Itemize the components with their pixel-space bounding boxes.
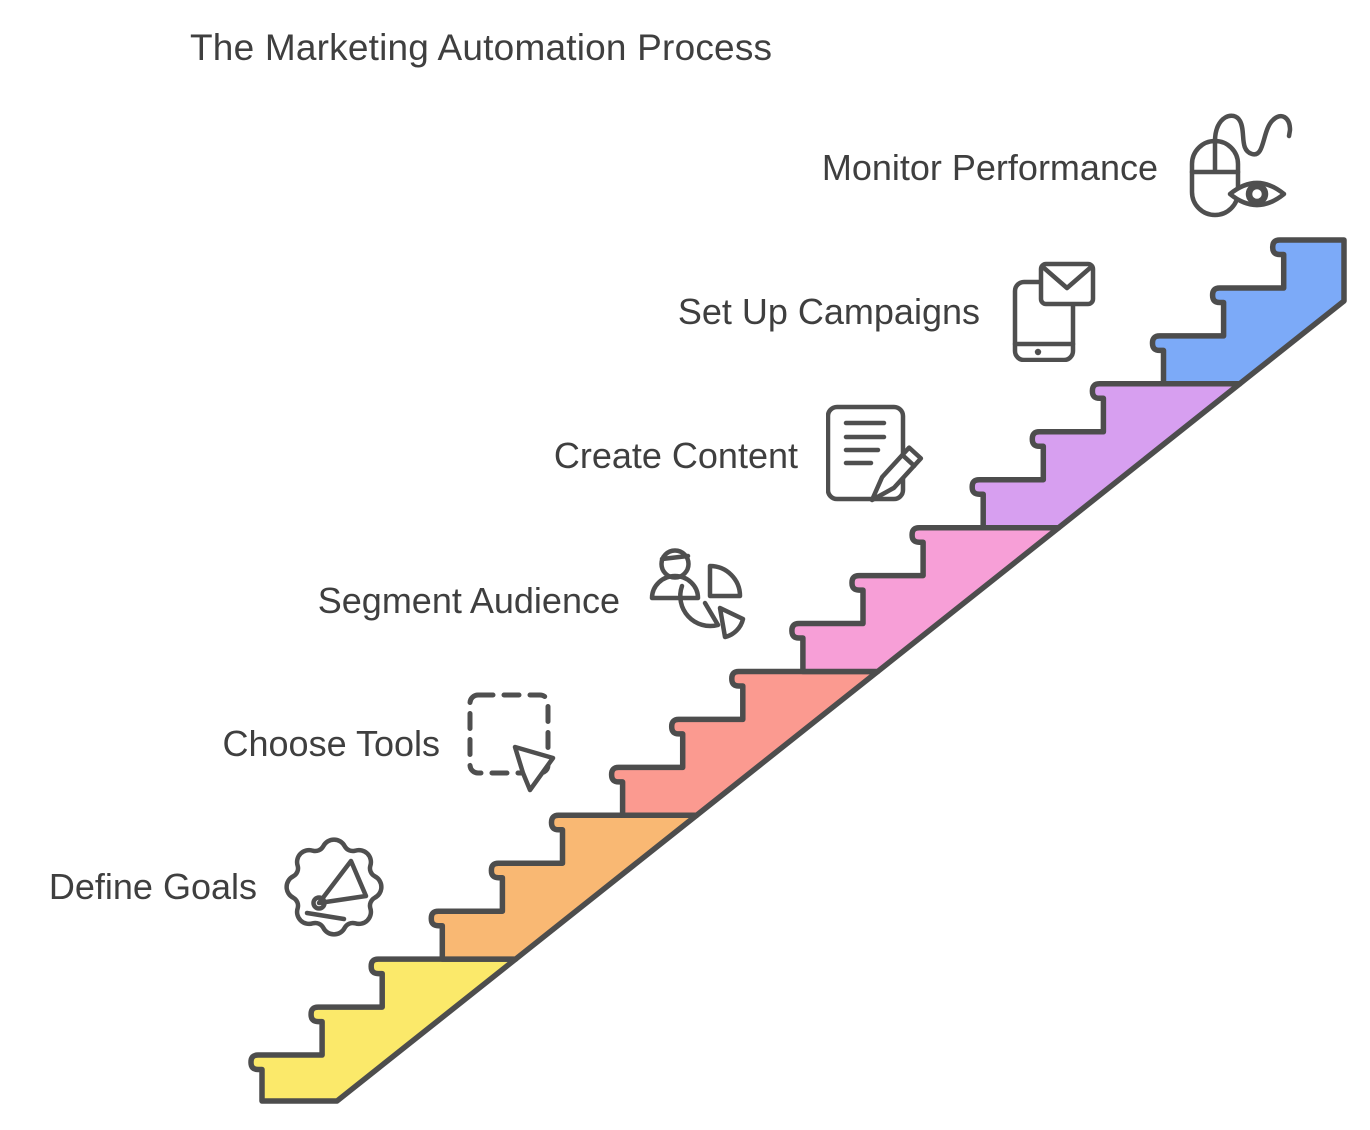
stair-section-set-up-campaigns [969,381,1243,531]
eye-outline [1227,180,1287,208]
pie-exploded-slice [717,605,746,640]
pencil-body [869,445,924,503]
label-monitor-performance: Monitor Performance [821,147,1158,188]
megaphone-cone [316,858,369,906]
person-shoulders [649,573,701,601]
pie-quarter-slice [707,563,743,599]
stair-section-segment-audience [608,668,881,819]
phone-envelope-icon [1012,261,1096,362]
pie-lower-arc [678,583,721,629]
label-create-content: Create Content [553,435,798,476]
megaphone-bell [311,895,327,911]
eye-iris [1245,182,1269,206]
mouse-button-split [1189,140,1241,175]
label-define-goals: Define Goals [48,866,257,907]
stair-section-choose-tools [428,812,700,962]
pencil-eraser-line [900,452,917,469]
stair-section-create-content [789,524,1062,675]
gear-seal-shape [284,837,384,937]
person-head-band [659,553,691,562]
megaphone-gear-icon [284,837,384,937]
label-set-up-campaigns: Set Up Campaigns [677,291,980,332]
envelope-flap [1041,265,1093,291]
document-text-lines [843,420,887,466]
mouse-cable [1212,113,1293,157]
label-segment-audience: Segment Audience [317,580,620,621]
audience-pie-icon [649,548,746,640]
document-pencil-icon [826,404,924,503]
page-title: The Marketing Automation Process [190,27,773,68]
dashed-selection-box [467,692,551,776]
label-choose-tools: Choose Tools [222,723,440,764]
selection-cursor-icon [467,692,556,793]
phone-home-dot [1034,348,1042,356]
stair-section-define-goals [248,956,519,1104]
stair-section-monitor-performance [1149,237,1347,387]
mouse-eye-icon [1189,113,1293,218]
cursor-arrow [512,744,556,793]
megaphone-handle [304,910,347,922]
